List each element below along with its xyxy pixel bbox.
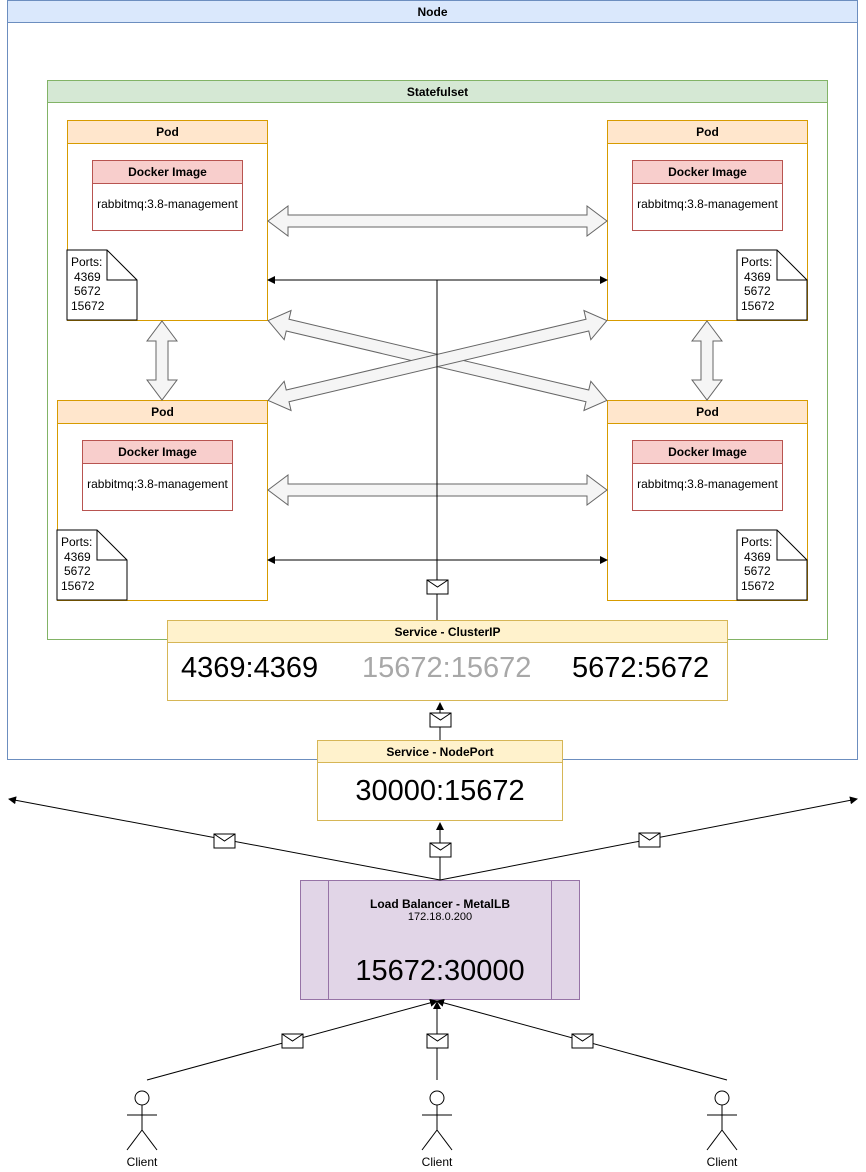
service-nodeport: Service - NodePort 30000:15672 (317, 740, 563, 821)
ports-label: Ports: (741, 255, 773, 269)
node-title: Node (8, 1, 857, 23)
docker-image-name: rabbitmq:3.8-management (637, 477, 778, 491)
envelope-icon (429, 842, 452, 858)
pod-title: Pod (58, 401, 267, 424)
client-label: Client (421, 1155, 453, 1169)
docker-image-title: Docker Image (83, 441, 232, 464)
nodeport-mapping: 30000:15672 (355, 775, 525, 807)
envelope-icon (281, 1033, 304, 1049)
ports-note-top-right: Ports: 4369 5672 15672 (741, 255, 774, 313)
clusterip-mapping-amqp: 5672:5672 (572, 652, 710, 684)
docker-image-name: rabbitmq:3.8-management (637, 197, 778, 211)
ports-label: Ports: (71, 255, 103, 269)
port-notes (56, 249, 808, 601)
client-actor-icon (421, 1090, 453, 1151)
sync-arrow-top (267, 205, 608, 237)
service-clusterip: Service - ClusterIP 4369:4369 15672:1567… (167, 620, 728, 701)
docker-image-box: Docker Image rabbitmq:3.8-management (92, 160, 243, 231)
docker-image-box: Docker Image rabbitmq:3.8-management (632, 160, 783, 231)
port-value: 4369 (744, 269, 771, 284)
docker-image-title: Docker Image (93, 161, 242, 184)
sync-arrow-left (146, 320, 178, 401)
envelope-icon (571, 1033, 594, 1049)
clusterip-mapping-management: 15672:15672 (362, 652, 532, 684)
port-value: 5672 (74, 284, 101, 298)
port-value: 5672 (744, 284, 771, 298)
pod-title: Pod (608, 121, 807, 144)
sync-arrow-right (691, 320, 723, 401)
port-value: 15672 (71, 298, 105, 313)
port-note-top-left (66, 249, 138, 321)
port-value: 5672 (744, 564, 771, 578)
envelope-icon (426, 579, 449, 595)
ports-note-bottom-right: Ports: 4369 5672 15672 (741, 535, 774, 593)
client-actor-icon (126, 1090, 158, 1151)
envelope-icon (213, 833, 236, 849)
docker-image-box: Docker Image rabbitmq:3.8-management (632, 440, 783, 511)
load-balancer-ip: 172.18.0.200 (407, 911, 473, 923)
load-balancer-mapping: 15672:30000 (355, 955, 525, 987)
pod-bottom-right: Pod Docker Image rabbitmq:3.8-management (607, 400, 808, 601)
docker-image-title: Docker Image (633, 161, 782, 184)
envelope-icon (429, 712, 452, 728)
clusterip-title: Service - ClusterIP (168, 621, 727, 643)
docker-image-box: Docker Image rabbitmq:3.8-management (82, 440, 233, 511)
port-value: 4369 (744, 549, 771, 564)
port-value: 5672 (64, 564, 91, 578)
ports-label: Ports: (61, 535, 93, 549)
port-value: 15672 (61, 578, 95, 593)
port-note-bottom-right (736, 529, 808, 601)
port-note-bottom-left (56, 529, 128, 601)
port-value: 4369 (74, 269, 101, 284)
pod-title: Pod (608, 401, 807, 424)
load-balancer: Load Balancer - MetalLB 172.18.0.200 156… (300, 880, 580, 1000)
clusterip-links (267, 276, 608, 620)
port-value: 15672 (741, 298, 775, 313)
pod-title: Pod (68, 121, 267, 144)
nodeport-title: Service - NodePort (318, 741, 562, 763)
load-balancer-inner (328, 881, 552, 999)
docker-image-name: rabbitmq:3.8-management (87, 477, 228, 491)
ports-note-top-left: Ports: 4369 5672 15672 (71, 255, 104, 313)
docker-image-name: rabbitmq:3.8-management (97, 197, 238, 211)
port-note-top-right (736, 249, 808, 321)
load-balancer-title: Load Balancer - MetalLB (369, 897, 511, 911)
ports-note-bottom-left: Ports: 4369 5672 15672 (61, 535, 94, 593)
statefulset-title: Statefulset (48, 81, 827, 103)
port-value: 4369 (64, 549, 91, 564)
port-value: 15672 (741, 578, 775, 593)
envelope-icon (638, 832, 661, 848)
client-actor-icon (706, 1090, 738, 1151)
ports-label: Ports: (741, 535, 773, 549)
pod-bottom-left: Pod Docker Image rabbitmq:3.8-management (57, 400, 268, 601)
envelope-icon (426, 1033, 449, 1049)
client-label: Client (706, 1155, 738, 1169)
pod-top-left: Pod Docker Image rabbitmq:3.8-management (67, 120, 268, 321)
docker-image-title: Docker Image (633, 441, 782, 464)
clusterip-mapping-epmd: 4369:4369 (181, 652, 319, 684)
client-label: Client (126, 1155, 158, 1169)
